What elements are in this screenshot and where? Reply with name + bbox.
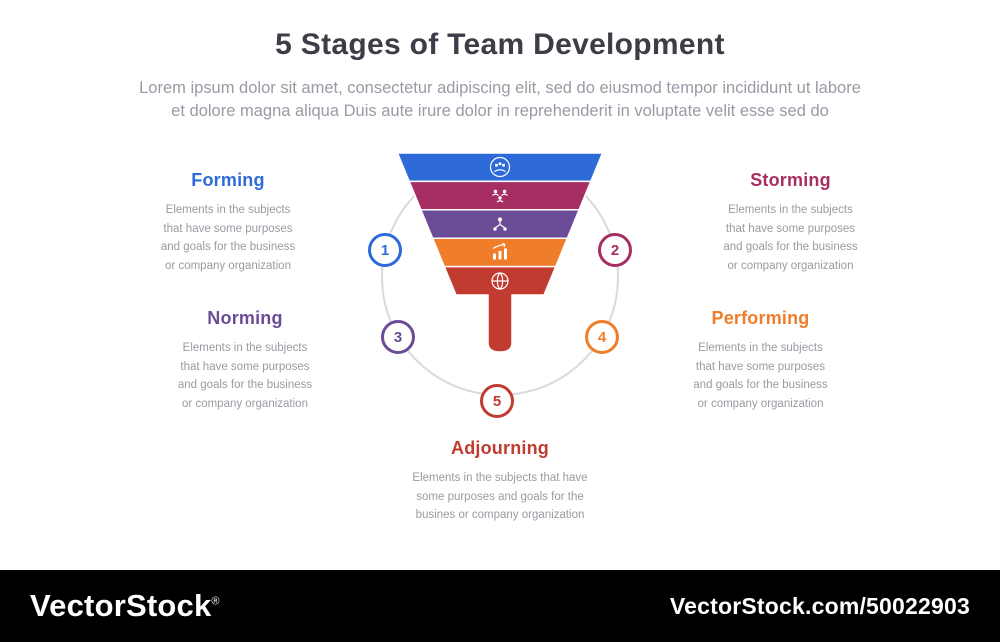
- watermark-bar: VectorStock® VectorStock.com/50022903: [0, 570, 1000, 642]
- stage-performing-description: Elements in the subjects that have some …: [693, 342, 828, 410]
- org-structure-icon: [493, 217, 507, 231]
- registered-mark: ®: [211, 595, 220, 608]
- stage-norming-label: Norming: [207, 308, 283, 328]
- stage-forming: Forming Elements in the subjects that ha…: [128, 170, 328, 275]
- page-title: 5 Stages of Team Development: [275, 28, 725, 61]
- group-circle-icon: [489, 156, 511, 178]
- stage-adjourning: Adjourning Elements in the subjects that…: [385, 438, 615, 525]
- vectorstock-logo: VectorStock®: [30, 588, 220, 624]
- stage-norming-description: Elements in the subjects that have some …: [177, 342, 313, 410]
- watermark-url: VectorStock.com/50022903: [669, 592, 970, 619]
- funnel-band-storming: [408, 180, 592, 211]
- stage-forming-description: Elements in the subjects that have some …: [160, 204, 296, 272]
- stage-storming-description: Elements in the subjects that have some …: [723, 204, 858, 272]
- stage-performing-label: Performing: [711, 308, 810, 328]
- stage-performing: Performing Elements in the subjects that…: [658, 308, 863, 413]
- funnel-band-adjourning: [443, 265, 557, 353]
- globe-icon: [491, 272, 509, 290]
- funnel-diagram: [381, 152, 619, 396]
- stage-forming-label: Forming: [191, 170, 265, 190]
- stage-adjourning-description: Elements in the subjects that have some …: [412, 472, 588, 521]
- stage-number-badge-3: 3: [381, 320, 415, 354]
- stage-number-badge-1: 1: [368, 233, 402, 267]
- vectorstock-logo-text: VectorStock: [30, 588, 212, 623]
- stage-adjourning-label: Adjourning: [451, 438, 549, 458]
- stage-storming-label: Storming: [750, 170, 831, 190]
- stage-number-badge-2: 2: [598, 233, 632, 267]
- team-people-icon: [492, 189, 508, 203]
- stage-number-badge-4: 4: [585, 320, 619, 354]
- growth-chart-icon: [492, 242, 507, 260]
- stage-norming: Norming Elements in the subjects that ha…: [145, 308, 345, 413]
- stage-storming: Storming Elements in the subjects that h…: [688, 170, 893, 275]
- stage-number-badge-5: 5: [480, 384, 514, 418]
- page-subtitle: Lorem ipsum dolor sit amet, consectetur …: [139, 79, 861, 120]
